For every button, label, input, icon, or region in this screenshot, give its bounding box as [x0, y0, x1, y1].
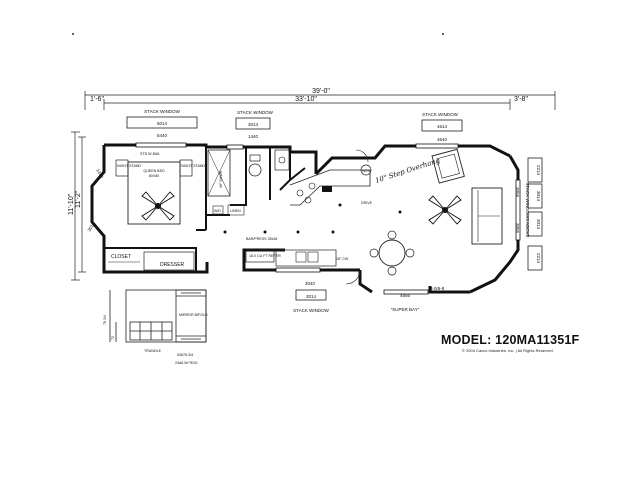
stack-window-mid-size: 1440 [248, 134, 259, 139]
stack-window-right-box [421, 119, 463, 132]
queen-bed-label: QUEEN BED [143, 169, 165, 173]
dimension-lines [71, 91, 556, 281]
dining-table [369, 230, 415, 276]
loft-dim-1: 79 3/4 [103, 315, 107, 325]
loft-label-4: 24dA W/ ROD [175, 361, 198, 365]
loft-dim-2: 72 [111, 336, 115, 340]
fridge [245, 249, 275, 263]
bottom-window-code: 3014 [306, 294, 317, 299]
fridge-label: 18.0 CU FT REFER [249, 254, 281, 258]
right-window-code-2: 3014 [536, 191, 541, 202]
stack-window-mid-code: 3014 [248, 122, 259, 127]
drive-label: DRIVE [361, 201, 373, 205]
stack-window-left-box [126, 116, 198, 129]
door-swing [345, 149, 369, 285]
wd-label: W/D [214, 209, 221, 213]
armchair [431, 148, 465, 184]
toilet [248, 163, 262, 177]
right-window-code-3: 3014 [536, 219, 541, 230]
right-offset: 3'-8" [514, 96, 528, 103]
stack-window-right-label: STACK WINDOW [422, 112, 458, 117]
stack-window-right-code: 4614 [437, 124, 448, 129]
stack-window-mid-label: STACK WINDOW [237, 110, 273, 115]
super-bay-size: 4856 [400, 293, 411, 298]
linen [227, 204, 245, 216]
loft-label-3: 53676-3/4 [177, 353, 193, 357]
queen-bed-size: 60X80 [149, 174, 159, 178]
stack-window-left-size: 5440 [157, 133, 168, 138]
loft-label-1: MIRROR BIFOLD [179, 313, 208, 317]
model-number: MODEL: 120MA11351F [441, 333, 580, 347]
stack-window-right-size: 4640 [437, 137, 448, 142]
handwritten-note: 10" Step Overhang [374, 156, 441, 185]
wh-label: W/H [362, 169, 369, 173]
bottom-window-label: STACK WINDOW [293, 308, 329, 313]
right-window-code-4: 2214 [536, 253, 541, 264]
ceiling-fan-living [428, 195, 462, 225]
right-window-sub-2: 3056 [515, 223, 520, 234]
vanity [274, 149, 290, 171]
queen-bed [127, 161, 181, 225]
stack-window-left-code: 6014 [157, 121, 168, 126]
bar-label: BAR/PRESS 35x36 [246, 237, 277, 241]
left-bay-code-2: 3014 [87, 221, 97, 233]
overall-depth: 11'-10" [68, 193, 75, 215]
night-stand-left-label: NIGHT STAND [117, 164, 141, 168]
interior-walls [104, 147, 306, 272]
dresser [143, 251, 195, 271]
inner-width: 33'-10" [295, 96, 317, 103]
shower [207, 149, 231, 197]
night-stand-left [115, 159, 129, 177]
right-window-code-1: 2214 [536, 165, 541, 176]
water-heater [360, 164, 372, 176]
overall-width: 39'-0" [312, 88, 330, 95]
sofa [471, 187, 503, 245]
copyright: © 2004 Cavco Industries, Inc. | All Righ… [462, 348, 553, 353]
dresser-label: DRESSER [160, 262, 185, 268]
stack-window-left-label: STACK WINDOW [144, 109, 180, 114]
wall-windows [135, 142, 521, 295]
closet-label: CLOSET [111, 254, 131, 260]
night-stand-right-label: NIGHT STAND [181, 164, 205, 168]
right-window-label: STACK WINDOWS ABOVE [525, 182, 530, 237]
super-bay-label: "SUPER BAY" [391, 307, 420, 312]
bottom-window-size: 3040 [305, 281, 316, 286]
loft-label-2: TRUNDLE [144, 349, 162, 353]
cw-label: 18" CW [336, 257, 349, 261]
std-bail-label: STD W BAIL [140, 152, 160, 156]
inner-depth: 11'-2" [75, 190, 82, 208]
left-offset: 1'-6" [90, 96, 104, 103]
shower-label: 36" SHWR [219, 170, 223, 188]
wd-box [212, 205, 224, 215]
left-bay-code-1: 1440 [95, 168, 105, 180]
right-window-sub-1: 3056 [515, 187, 520, 198]
loft-inset [109, 289, 207, 343]
stack-window-mid-box [235, 117, 271, 130]
linen-label: LINEN [230, 209, 241, 213]
sink-counter [275, 249, 337, 267]
right-window-labels: 2214 3014 3014 2214 STACK WINDOWS ABOVE … [515, 157, 543, 271]
night-stand-right [179, 159, 193, 177]
ceiling-fan-bedroom [141, 191, 175, 221]
super-bay-door: 3-0/6-8 [430, 286, 445, 291]
bottom-window-box [295, 289, 327, 301]
kitchen-counter [289, 169, 371, 206]
